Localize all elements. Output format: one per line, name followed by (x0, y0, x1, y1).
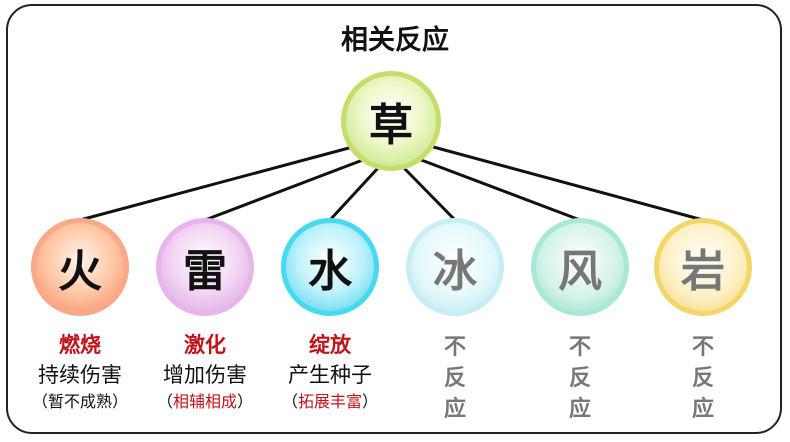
reaction-effect: 产生种子 (288, 363, 372, 387)
reaction-effect: 增加伤害 (163, 363, 247, 387)
reaction-name: 绽放 (309, 333, 351, 357)
reaction-note-text: 拓展丰富 (297, 392, 362, 411)
anemo-node: 风 (531, 218, 629, 316)
no-reaction-geo: 不反应 (691, 335, 714, 422)
reaction-note: （拓展丰富） (281, 392, 379, 411)
no-reaction-cryo: 不反应 (443, 335, 466, 422)
electro-node: 雷 (156, 218, 254, 316)
connector-rock (425, 143, 704, 222)
connector-ice (402, 166, 457, 222)
connector-water (328, 166, 380, 222)
reaction-note: （暂不成熟） (31, 392, 129, 411)
geo-node: 岩 (654, 218, 752, 316)
reaction-note-text: 暂不成熟 (47, 392, 112, 411)
hydro-node: 水 (281, 218, 379, 316)
reaction-burning: 燃烧 持续伤害 （暂不成熟） (10, 330, 150, 414)
reaction-name: 激化 (184, 333, 226, 357)
reaction-name: 燃烧 (59, 333, 101, 357)
connector-thunder (204, 156, 369, 222)
cryo-node: 冰 (406, 218, 504, 316)
dendro-node: 草 (341, 71, 441, 171)
connector-fire (79, 143, 361, 222)
no-reaction-anemo: 不反应 (568, 335, 591, 422)
reaction-bloom: 绽放 产生种子 （拓展丰富） (260, 330, 400, 414)
diagram-title: 相关反应 (341, 25, 449, 56)
reaction-effect: 持续伤害 (38, 363, 122, 387)
connector-wind (415, 156, 581, 222)
pyro-node: 火 (31, 218, 129, 316)
reaction-catalyze: 激化 增加伤害 （相辅相成） (135, 330, 275, 414)
reaction-note-text: 相辅相成 (172, 392, 237, 411)
reaction-note: （相辅相成） (156, 392, 254, 411)
